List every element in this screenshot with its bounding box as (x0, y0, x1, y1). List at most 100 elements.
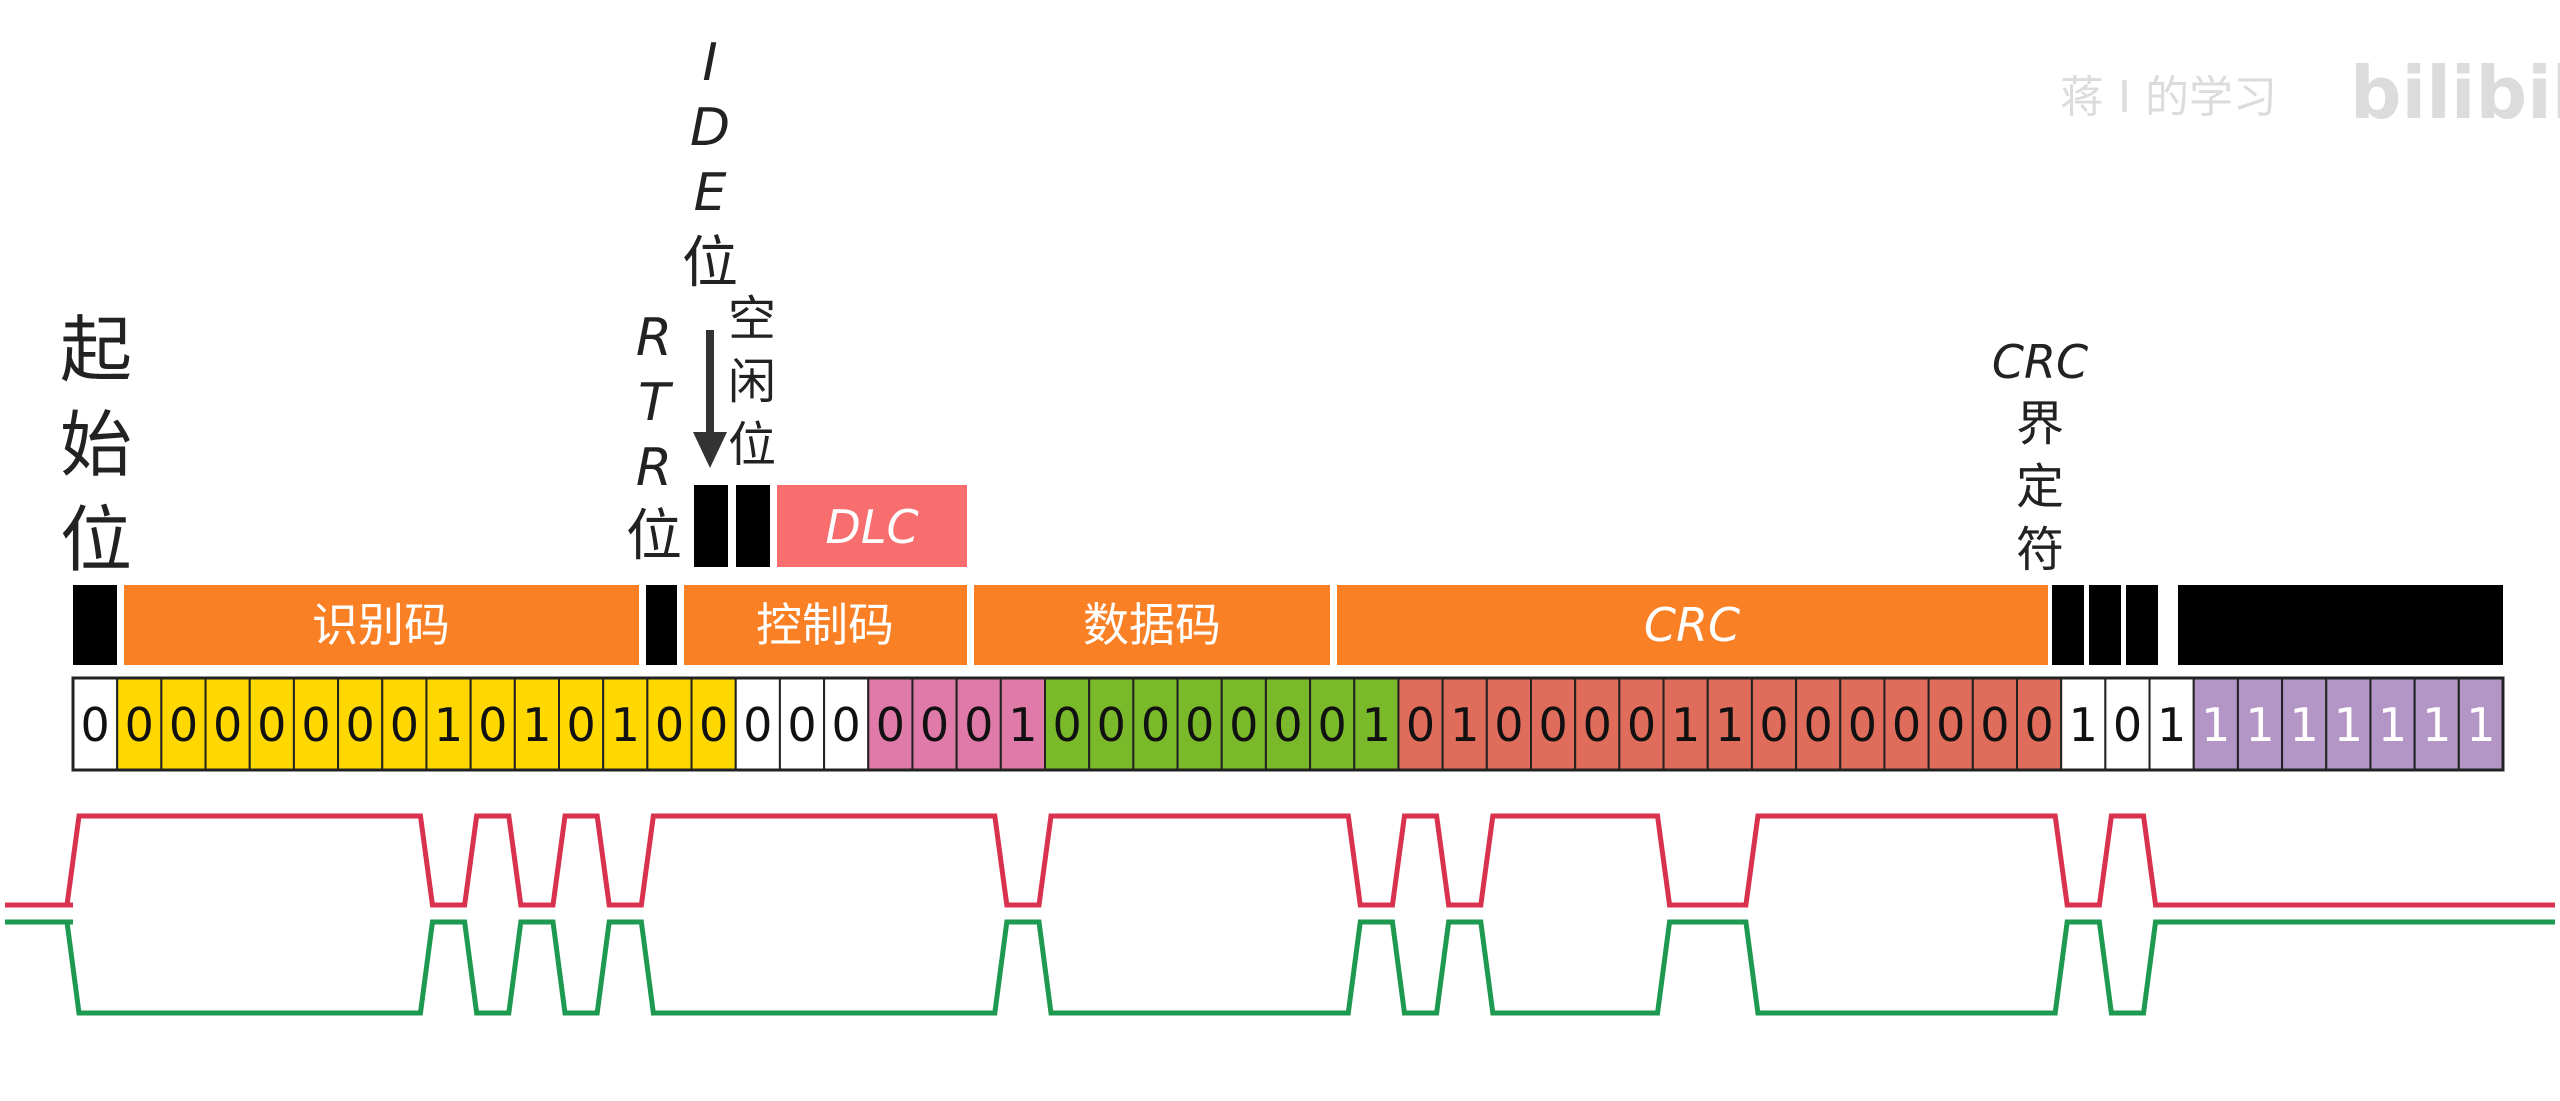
crc-delimiter-label: CRC 界 定 符 (1992, 335, 2088, 578)
bit-value: 0 (1804, 698, 1833, 752)
ide-bit-box (694, 485, 728, 567)
bit-value: 0 (1097, 698, 1126, 752)
svg-text:符: 符 (2016, 522, 2064, 578)
bit-value: 0 (655, 698, 684, 752)
bit-value: 0 (964, 698, 993, 752)
bit-value: 0 (257, 698, 286, 752)
bit-value: 0 (478, 698, 507, 752)
bit-value: 0 (80, 698, 109, 752)
bit-cell-identifier (469, 677, 516, 771)
bit-value: 1 (2157, 698, 2186, 752)
svg-text:T: T (638, 373, 674, 433)
control-segment: 控制码 (684, 585, 967, 665)
bit-value: 1 (611, 698, 640, 752)
bit-row-frame (71, 676, 2505, 772)
bit-value: 0 (1936, 698, 1965, 752)
identifier-segment: 识别码 (124, 585, 639, 665)
svg-text:闲: 闲 (728, 354, 776, 410)
bit-cell-identifier (425, 677, 472, 771)
bit-value: 0 (390, 698, 419, 752)
svg-text:起: 起 (60, 308, 132, 392)
bus-waveforms (5, 813, 2555, 1016)
bit-value: 0 (346, 698, 375, 752)
watermark: 蒋 I 的学习 bilibili (2060, 51, 2560, 135)
svg-text:空: 空 (728, 291, 776, 347)
bit-value: 0 (876, 698, 905, 752)
bit-value: 0 (1406, 698, 1435, 752)
svg-text:定: 定 (2016, 459, 2064, 515)
bit-cell-identifier (690, 677, 737, 771)
bit-value: 0 (920, 698, 949, 752)
bit-value: 0 (699, 698, 728, 752)
bit-value: 0 (1229, 698, 1258, 752)
bit-cell-crc (1795, 677, 1842, 771)
svg-text:D: D (690, 98, 730, 158)
rtr-bar (646, 585, 677, 665)
start-bit-label: 起 始 位 (60, 308, 132, 582)
ide-arrow (693, 330, 727, 468)
crc-delimiter-bar (2052, 585, 2084, 665)
svg-text:DLC: DLC (825, 500, 918, 554)
bit-value: 1 (2290, 698, 2319, 752)
bit-value: 1 (1671, 698, 1700, 752)
bit-value: 1 (2466, 698, 2495, 752)
svg-text:I: I (702, 33, 717, 93)
svg-text:位: 位 (626, 504, 682, 569)
bit-value: 0 (1980, 698, 2009, 752)
bit-value: 1 (1450, 698, 1479, 752)
svg-text:E: E (694, 163, 727, 223)
bit-value: 0 (2113, 698, 2142, 752)
bit-cell-identifier (602, 677, 649, 771)
can-low-waveform (5, 919, 2555, 1016)
bit-value: 0 (1848, 698, 1877, 752)
bit-value: 0 (1538, 698, 1567, 752)
svg-text:始: 始 (60, 403, 132, 487)
bit-value: 0 (566, 698, 595, 752)
bit-value: 1 (522, 698, 551, 752)
dlc-box: DLC (777, 485, 967, 567)
ack-delimiter-bar (2126, 585, 2158, 665)
bit-cell-crc (2016, 677, 2063, 771)
svg-text:R: R (636, 438, 672, 498)
svg-text:识别码: 识别码 (312, 598, 450, 652)
bit-value: 0 (1273, 698, 1302, 752)
bit-value: 0 (169, 698, 198, 752)
bit-value: 0 (301, 698, 330, 752)
data-segment: 数据码 (974, 585, 1330, 665)
bit-value: 1 (1362, 698, 1391, 752)
watermark-site: bilibili (2350, 51, 2560, 135)
bit-value: 1 (1008, 698, 1037, 752)
bit-value: 0 (787, 698, 816, 752)
svg-text:控制码: 控制码 (756, 598, 894, 652)
bit-cell-rtr (734, 677, 781, 771)
bit-cell-eof (2369, 677, 2416, 771)
bit-value: 1 (2069, 698, 2098, 752)
rtr-bit-label: R T R 位 (626, 308, 682, 569)
svg-text:位: 位 (60, 498, 132, 582)
svg-text:位: 位 (682, 231, 738, 296)
bit-cell-identifier (292, 677, 340, 771)
bit-cell-identifier (558, 677, 605, 771)
bit-value: 1 (1715, 698, 1744, 752)
svg-text:界: 界 (2016, 396, 2064, 452)
bit-cell-crc (1839, 677, 1886, 771)
bit-value: 0 (1892, 698, 1921, 752)
bit-value: 0 (1627, 698, 1656, 752)
bit-cell-identifier (646, 677, 693, 771)
bit-value: 1 (2334, 698, 2363, 752)
bit-value: 1 (434, 698, 463, 752)
ide-bit-label: I D E 位 (682, 33, 738, 296)
bit-value: 0 (1185, 698, 1214, 752)
can-high-waveform (5, 813, 2555, 908)
svg-text:CRC: CRC (1992, 335, 2088, 389)
bit-value: 0 (832, 698, 861, 752)
crc-segment: CRC (1337, 585, 2048, 665)
svg-text:R: R (636, 308, 672, 368)
bit-value: 0 (1052, 698, 1081, 752)
bit-value: 0 (2024, 698, 2053, 752)
ack-slot-bar (2089, 585, 2121, 665)
bit-value: 0 (743, 698, 772, 752)
idle-bit-box (736, 485, 770, 567)
